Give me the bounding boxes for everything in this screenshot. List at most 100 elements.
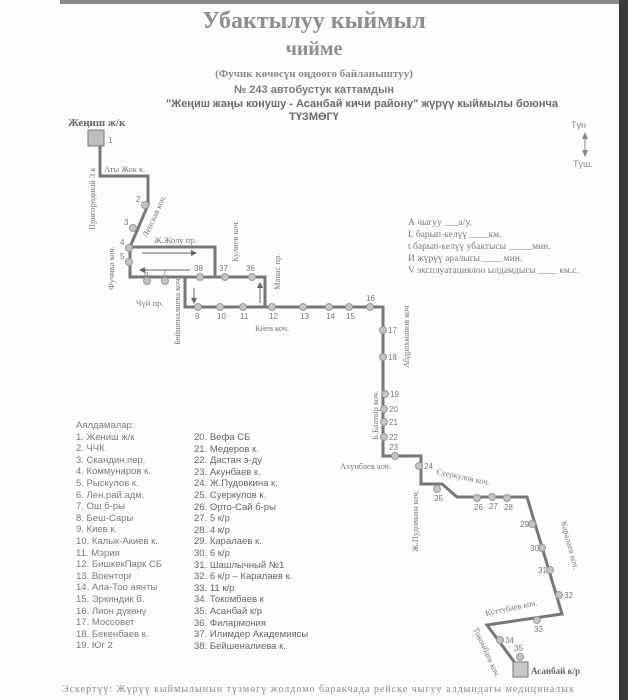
param-line: L барып-келүү ____км. <box>408 230 502 240</box>
bus-stop-marker <box>538 544 546 552</box>
bus-stop-marker <box>221 273 229 281</box>
bus-stop-number: 30 <box>530 544 539 553</box>
compass-arrow-icon <box>582 132 588 157</box>
bus-stop-number: 25 <box>434 494 443 503</box>
bus-stop-marker <box>325 303 333 311</box>
bus-stop-number: 5 <box>120 252 125 261</box>
bus-stop-number: 7 <box>162 269 167 278</box>
bus-stop-number: 11 <box>240 312 249 321</box>
legend-item: 33. 11 к/р <box>194 582 235 594</box>
bus-stop-marker <box>380 433 388 441</box>
legend-item: 22. Дастан э-ду <box>194 455 263 467</box>
bus-stop-marker <box>345 303 353 311</box>
bus-stop-marker <box>546 566 554 574</box>
route-line <box>183 275 267 309</box>
bus-stop-number: 32 <box>564 591 573 600</box>
compass-south-label: Түш. <box>573 159 593 169</box>
bus-stop-marker <box>299 303 307 311</box>
legend-item: 29. Каралаев к. <box>194 536 262 548</box>
param-line: V эксплуатациялоо ылдамдыгы ____ км.с. <box>408 266 579 276</box>
param-line: А чыгуу ___а/у. <box>408 218 472 228</box>
bus-stop-number: 21 <box>389 418 398 427</box>
legend-item: 32. 6 к/р – Каралаев к. <box>194 571 293 583</box>
bus-stop-number: 31 <box>538 566 547 575</box>
bus-stop-number: 9 <box>195 312 200 321</box>
route-number: № 243 автобустук каттамдын <box>233 84 395 96</box>
bus-stop-marker <box>366 303 374 311</box>
bus-stop-marker <box>528 520 536 528</box>
street-label: Кулиев коч. <box>230 220 240 262</box>
legend-item: 4. Коммунаров к. <box>76 466 151 478</box>
bus-stop-number: 23 <box>389 443 398 452</box>
legend-item: 15. Эркиндик б. <box>76 593 145 605</box>
legend-item: 14. Ала-Тоо аянты <box>76 582 158 594</box>
terminal-start-label: Жеңиш ж/к <box>68 117 126 129</box>
bus-stop-number: 2 <box>136 195 141 204</box>
bus-stop-number: 15 <box>346 312 355 321</box>
legend-item: 36. Филармония <box>194 617 266 629</box>
street-label: Токомбаев коч. <box>471 626 503 679</box>
bus-stop-marker <box>268 303 276 311</box>
legend-item: 38. Бейшеналиева к. <box>194 640 286 652</box>
street-label: Пригородный 3 к <box>87 167 97 230</box>
bus-stop-marker <box>488 493 496 501</box>
bus-stop-number: 14 <box>326 312 335 321</box>
bus-stop-marker <box>380 405 388 413</box>
street-label: Аты Жок к. <box>104 164 145 174</box>
bus-stop-number: 19 <box>390 390 399 399</box>
title-line-1: Убактылуу кыймыл <box>202 8 426 34</box>
street-label: Ж.Жолу пр. <box>154 235 197 245</box>
legend-item: 16. Лион дүкөнү <box>76 605 147 617</box>
bus-stop-number: 12 <box>269 312 278 321</box>
bus-stop-marker <box>239 303 247 311</box>
legend-item: 17. Моссовет <box>76 617 135 629</box>
compass-north-label: Түн <box>571 120 586 130</box>
legend-item: 25. Суеркулов к. <box>194 489 267 501</box>
street-label: Куттубаев коч. <box>484 597 538 618</box>
bus-stop-marker <box>555 591 563 599</box>
bus-stop-marker <box>533 616 541 624</box>
terminal-start-icon <box>87 129 105 147</box>
legend-item: 9. Киев к. <box>76 524 118 536</box>
legend-item: 7. Ош б-ры <box>76 501 125 513</box>
param-line: И жүрүү аралыгы ____ мин. <box>408 254 523 264</box>
legend-item: 13. Военторг <box>76 570 133 582</box>
legend-item: 20. Вефа СБ <box>194 432 251 443</box>
bus-stop-number: 18 <box>388 353 397 362</box>
title-line-2: чийме <box>285 38 343 60</box>
note: Эскертүү: Жүрүү кыймылынын түзмөгү жолдо… <box>62 684 575 695</box>
legend-item: 35. Асанбай к/р <box>194 605 262 617</box>
bus-stop-number: 20 <box>389 405 398 414</box>
legend-item: 23. Акунбаев к. <box>194 466 261 478</box>
scan-top-border <box>60 0 620 4</box>
bus-stop-number: 1 <box>108 136 113 145</box>
bus-stop-marker <box>125 258 133 266</box>
street-label: Б.Баатыр коч. <box>370 391 380 440</box>
bus-stop-marker <box>161 277 169 285</box>
bus-stop-marker <box>194 303 202 311</box>
bus-stop-number: 16 <box>366 294 375 303</box>
bus-stop-number: 6 <box>144 269 149 278</box>
bus-stop-number: 22 <box>389 433 398 442</box>
terminal-end-label: Асанбай к/р <box>531 666 580 676</box>
bus-stop-number: 34 <box>505 636 514 645</box>
bus-stop-number: 37 <box>219 264 228 273</box>
bus-stop-marker <box>496 636 504 644</box>
scan-right-border <box>619 0 628 700</box>
bus-stop-marker <box>143 277 151 285</box>
bus-stop-marker <box>248 273 256 281</box>
legend-item: 24. Ж.Пудовкина к. <box>194 478 278 490</box>
bus-stop-marker <box>129 224 137 232</box>
bus-stop-marker <box>141 201 149 209</box>
bus-stop-number: 4 <box>120 238 125 247</box>
bus-stop-number: 28 <box>504 503 513 512</box>
bus-stop-marker <box>516 653 524 661</box>
street-label: Чүй пр. <box>136 298 163 308</box>
bus-stop-marker <box>125 244 133 252</box>
bus-stop-marker <box>196 273 204 281</box>
legend-item: 5. Рыскулов к. <box>76 477 139 489</box>
legend-item: 21. Медеров к. <box>194 443 259 455</box>
scheme-label: ТҮЗМӨГҮ <box>289 111 339 123</box>
bus-stop-marker <box>415 462 423 470</box>
